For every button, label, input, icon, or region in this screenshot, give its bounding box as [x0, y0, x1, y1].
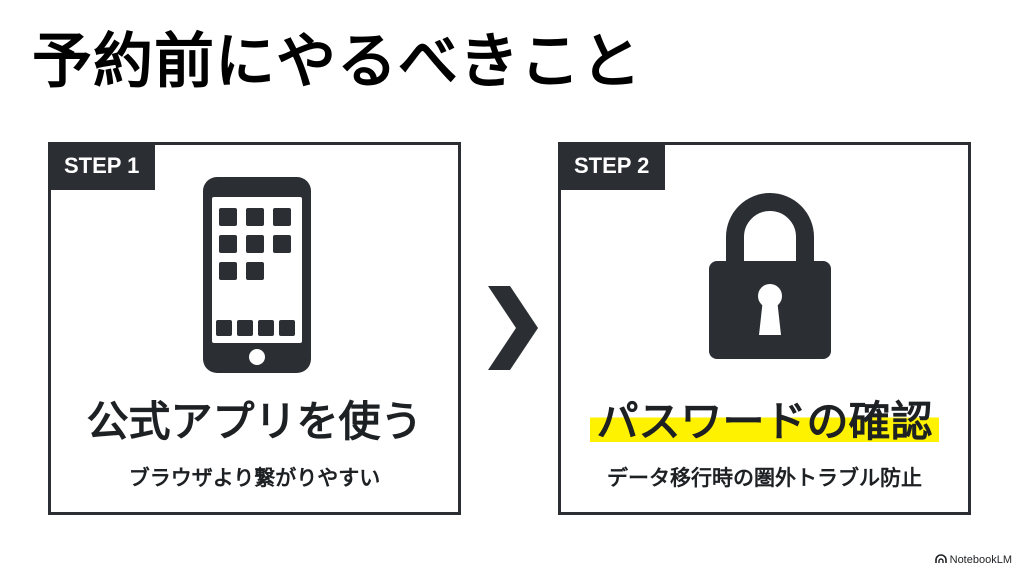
- step-subtext: データ移行時の圏外トラブル防止: [607, 466, 922, 490]
- step-card-1: STEP 1 公式アプリを使う ブラウザより繋がりやすい: [48, 142, 461, 515]
- step-tag: STEP 1: [48, 142, 156, 190]
- chevron-right-icon: [488, 286, 538, 370]
- step-heading: パスワードの確認: [561, 397, 968, 447]
- page-title: 予約前にやるべきこと: [32, 27, 642, 97]
- brand-label: NotebookLM: [949, 554, 1012, 566]
- smartphone-icon: [203, 177, 311, 373]
- notebooklm-branding: NotebookLM: [934, 554, 1012, 566]
- step-heading: 公式アプリを使う: [86, 397, 423, 446]
- step-tag: STEP 2: [558, 142, 666, 190]
- step-subtext: ブラウザより繋がりやすい: [128, 466, 381, 490]
- step-card-2: STEP 2 パスワードの確認 データ移行時の圏外トラブル防止: [558, 142, 971, 515]
- padlock-icon: [709, 193, 831, 359]
- heading-highlight: パスワードの確認: [590, 397, 939, 446]
- notebooklm-logo-icon: [934, 554, 947, 563]
